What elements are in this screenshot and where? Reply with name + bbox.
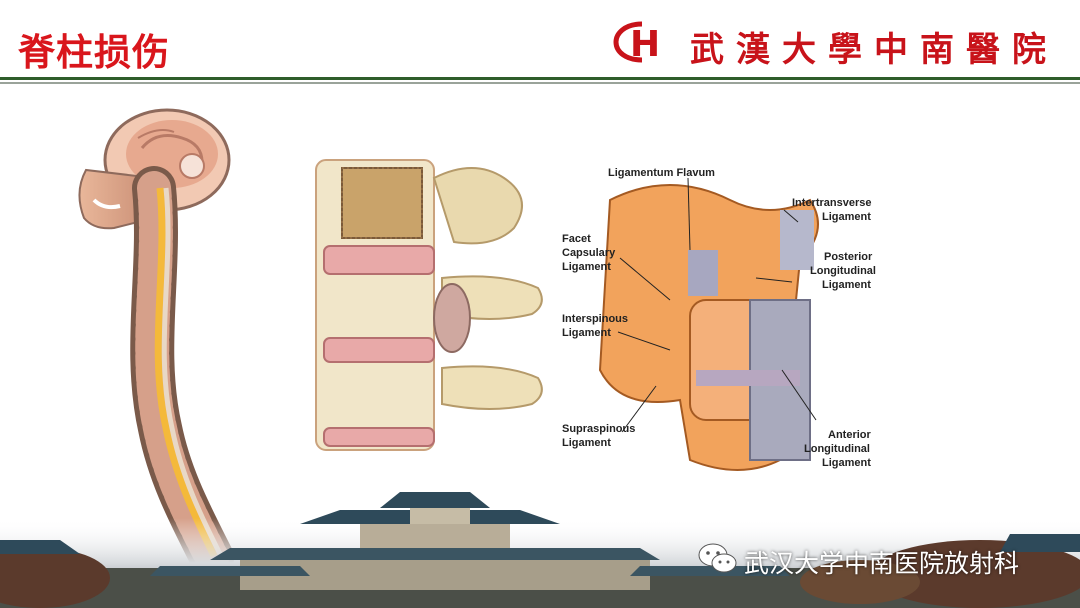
wechat-account-name: 武汉大学中南医院放射科 [744,544,1019,580]
intertransverse-band [780,210,814,270]
label-anterior-2: Longitudinal [804,443,870,455]
hospital-name: 武漢大學中南醫院 [690,22,1058,71]
label-interspinous-1: Interspinous [562,313,628,325]
label-facet-2: Capsulary [562,247,616,259]
lumbar-vertebrae-illustration [302,138,552,468]
hospital-logo: H 武漢大學中南醫院 [612,16,1068,68]
label-intertransverse-1: Intertransverse [792,197,872,209]
header-rule [0,77,1080,80]
wechat-account-badge: 武汉大学中南医院放射科 [698,540,1078,580]
label-facet-3: Ligament [562,261,611,273]
label-posterior-2: Longitudinal [810,265,876,277]
ligamentum-flavum-band [688,250,718,296]
label-supraspinous-2: Ligament [562,437,611,449]
label-interspinous-2: Ligament [562,327,611,339]
label-supraspinous-1: Supraspinous [562,423,635,435]
label-intertransverse-2: Ligament [822,211,871,223]
label-posterior-3: Ligament [822,279,871,291]
label-facet-1: Facet [562,233,591,245]
wechat-icon [698,542,738,576]
label-ligamentum-flavum: Ligamentum Flavum [608,167,715,179]
hospital-logo-icon: H [612,20,676,64]
label-anterior-3: Ligament [822,457,871,469]
label-anterior-1: Anterior [828,429,872,441]
intervertebral-disc [696,370,800,386]
header-rule-secondary [0,82,1080,84]
spinal-ligaments-diagram: Ligamentum Flavum Intertransverse Ligame… [560,160,890,472]
logo-mark: H [630,24,660,64]
label-posterior-1: Posterior [824,251,873,263]
page-title: 脊柱损伤 [18,22,170,76]
